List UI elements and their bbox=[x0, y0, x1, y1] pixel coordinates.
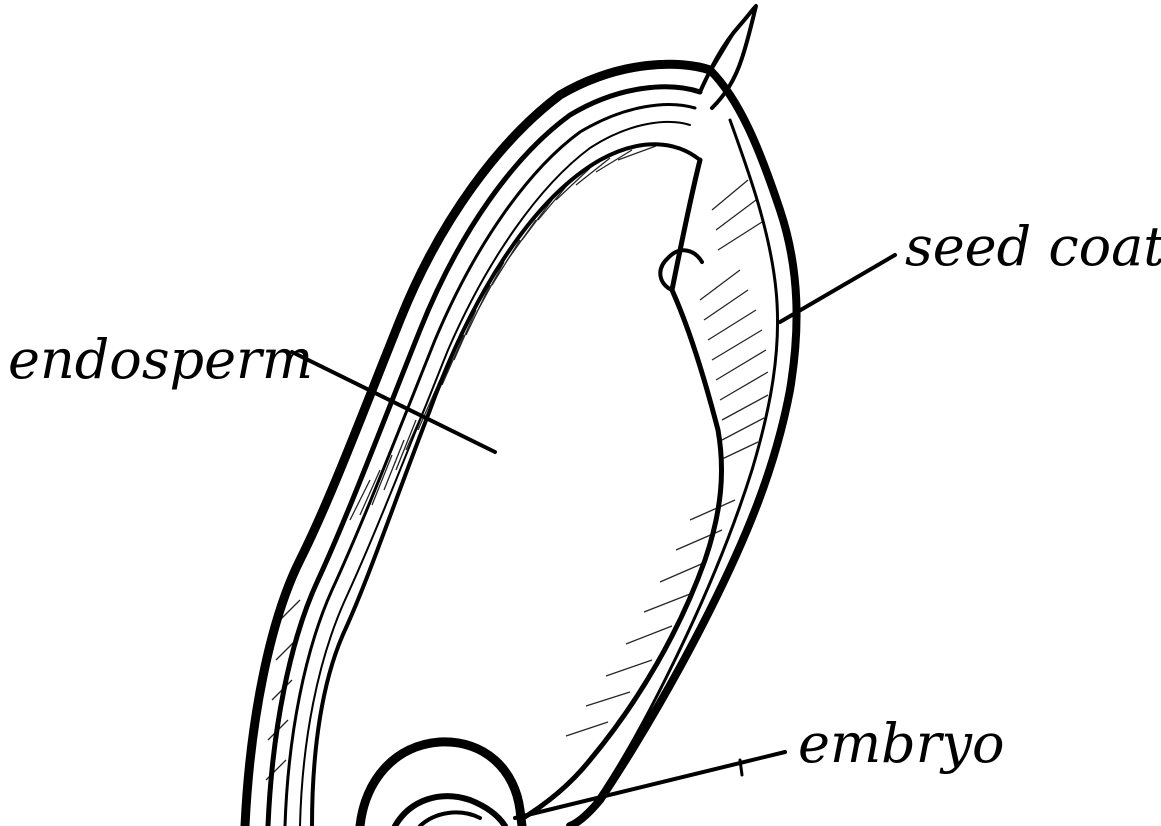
embryo-label: embryo bbox=[798, 712, 1005, 775]
embryo-shape bbox=[360, 742, 522, 826]
seed-coat-outline bbox=[245, 6, 797, 826]
endosperm-leader-line bbox=[292, 352, 495, 452]
endosperm-label: endosperm bbox=[8, 328, 313, 391]
embryo-leader-line bbox=[515, 752, 785, 818]
seed-coat-label: seed coat bbox=[905, 215, 1161, 278]
